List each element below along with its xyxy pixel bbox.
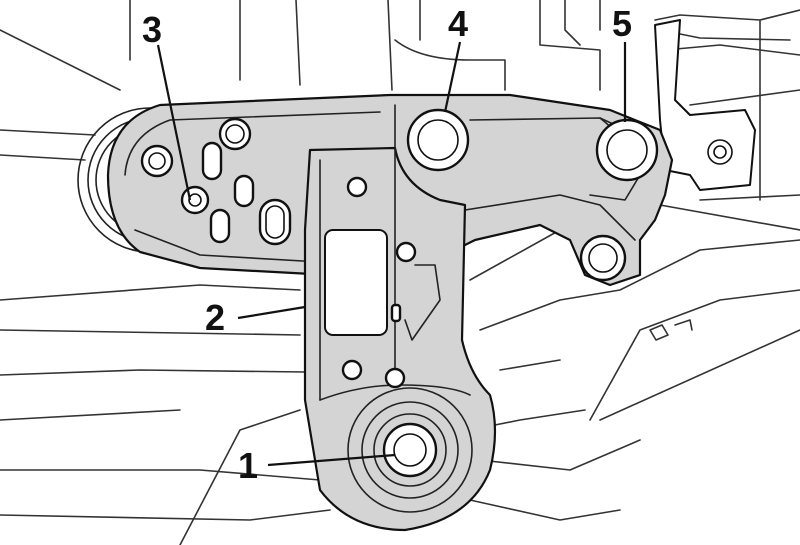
callout-4: 4 <box>448 3 468 44</box>
leader-4 <box>443 41 462 113</box>
callout-1: 1 <box>238 445 258 486</box>
leader-2 <box>237 305 306 320</box>
leader-3 <box>156 44 192 201</box>
leader-1 <box>267 453 396 467</box>
callout-5: 5 <box>612 3 632 44</box>
callout-labels: 3 4 5 2 1 <box>142 3 632 486</box>
lower-bracket <box>303 146 497 532</box>
callout-3: 3 <box>142 9 162 50</box>
callout-2: 2 <box>205 297 225 338</box>
leader-lines <box>156 41 627 467</box>
